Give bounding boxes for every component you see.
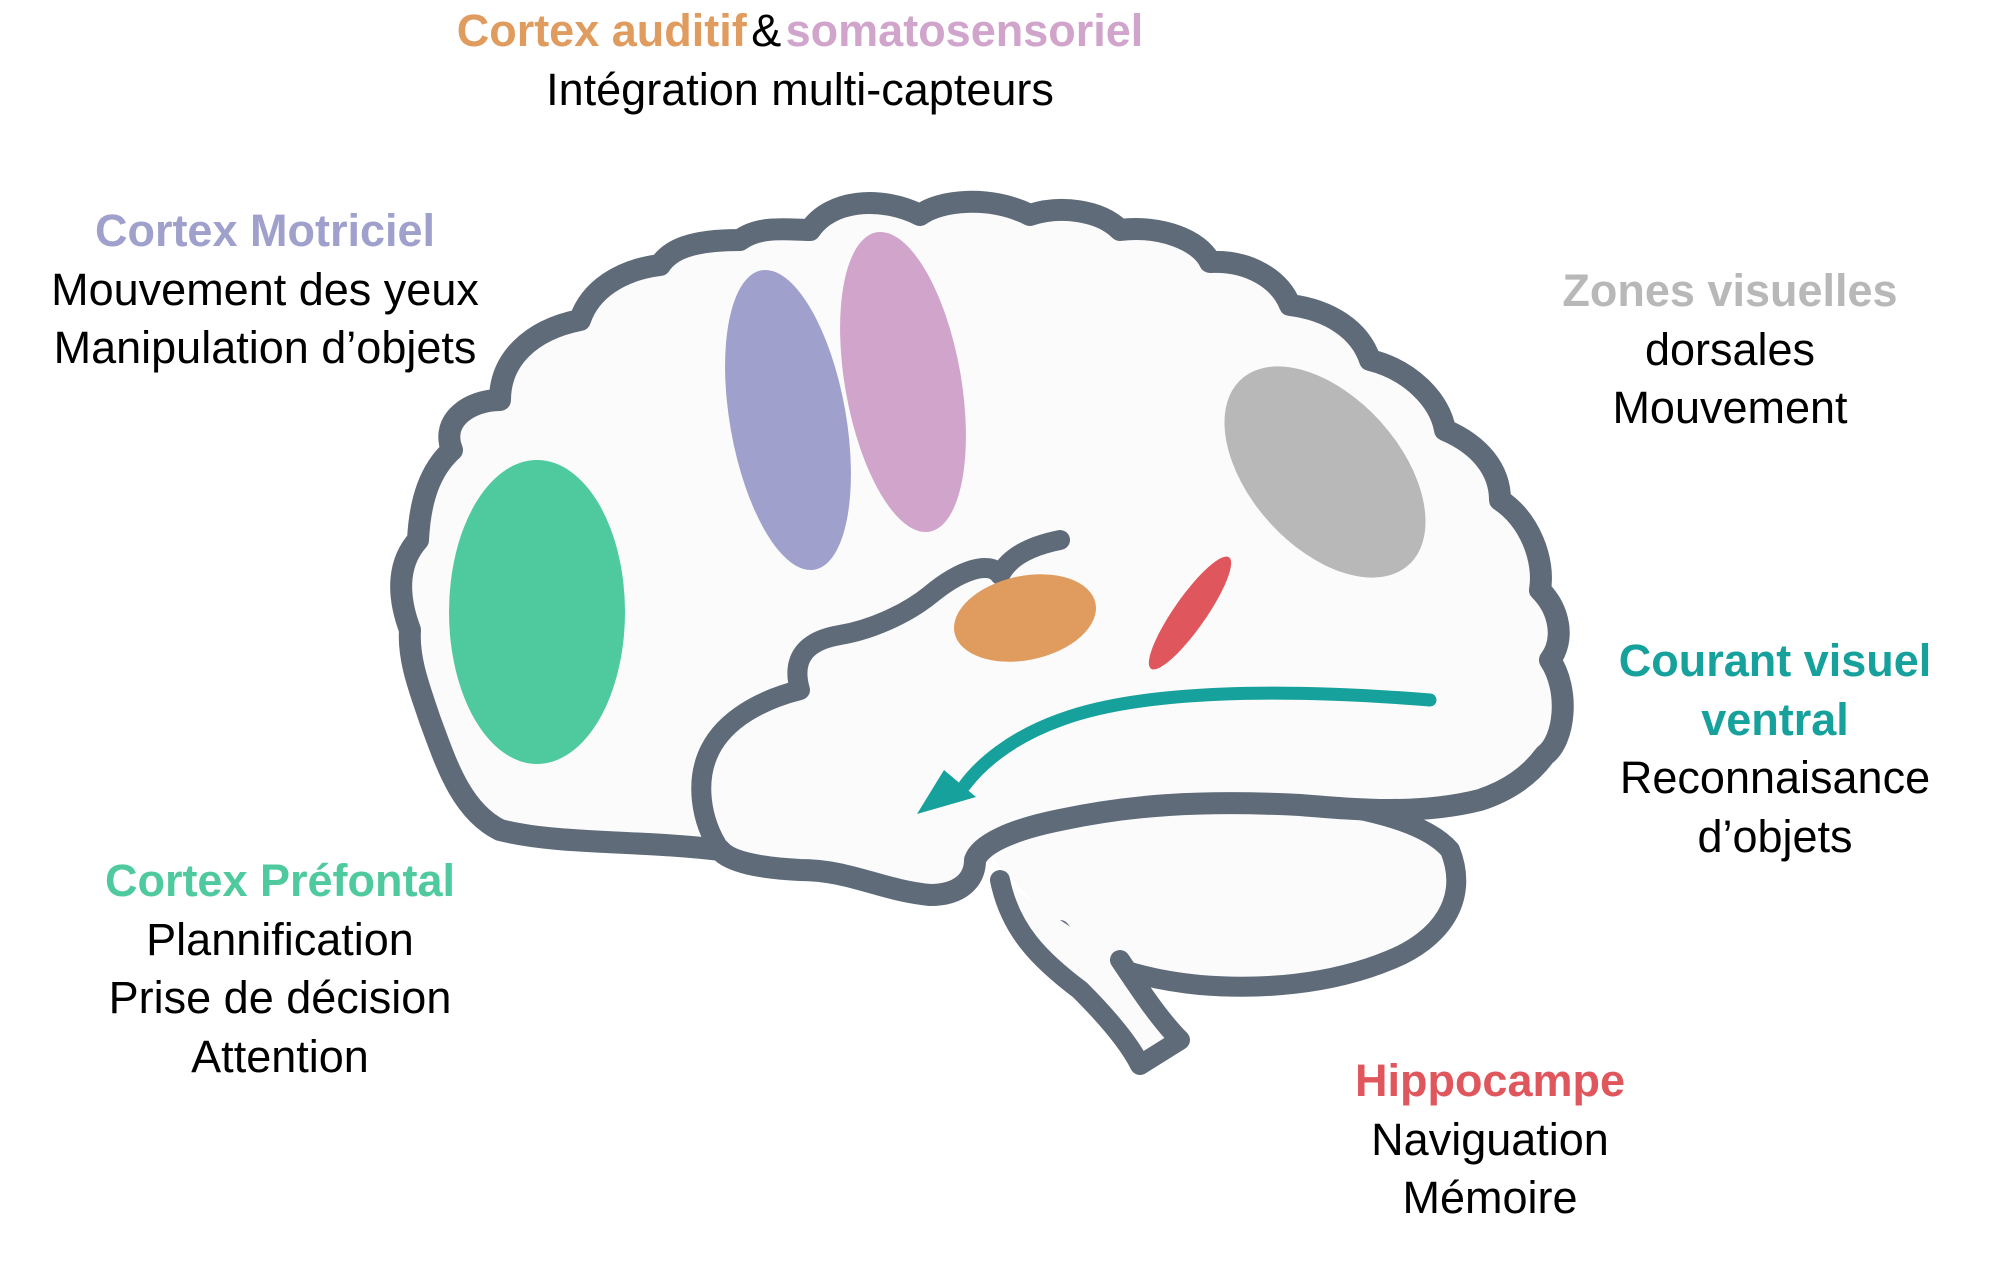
ventral-stream-title-1: Courant visuel <box>1618 635 1932 686</box>
hippocampus-region <box>1148 556 1232 670</box>
hippocampus-description-1: Naviguation <box>1371 1113 1609 1165</box>
motor-label-block: Cortex Motriciel Mouvement des yeux Mani… <box>0 202 530 378</box>
motor-description-1: Mouvement des yeux <box>51 263 479 315</box>
auditory-description: Intégration multi-capteurs <box>546 63 1054 115</box>
prefrontal-cortex-title: Cortex Préfontal <box>104 855 456 906</box>
lateral-sulcus <box>691 530 1070 860</box>
ventral-description-2: d’objets <box>1697 810 1853 862</box>
visual-description-2: Mouvement <box>1612 382 1848 433</box>
auditory-label-block: Cortex auditif & somatosensoriel Intégra… <box>300 2 1300 119</box>
visual-dorsal-region <box>1224 366 1426 578</box>
visual-description-1: dorsales <box>1644 323 1816 375</box>
hippocampus-label-block: Hippocampe Naviguation Mémoire <box>1290 1052 1690 1228</box>
prefrontal-description-3: Attention <box>191 1030 369 1082</box>
prefrontal-description-1: Plannification <box>146 913 414 965</box>
ventral-label-block: Courant visuel ventral Reconnaisance d’o… <box>1560 632 1990 866</box>
brainstem-outline <box>990 870 1190 1075</box>
somatosensory-title: somatosensoriel <box>785 5 1144 56</box>
ventral-stream-arrowhead <box>917 770 976 814</box>
hippocampus-title: Hippocampe <box>1354 1055 1626 1106</box>
ventral-description-1: Reconnaisance <box>1619 752 1931 803</box>
ventral-stream-arrow <box>958 686 1437 792</box>
auditory-cortex-title: Cortex auditif <box>456 5 747 56</box>
motor-region <box>725 269 851 571</box>
ampersand-text: & <box>751 5 782 56</box>
prefrontal-description-2: Prise de décision <box>108 972 452 1023</box>
auditory-region <box>954 574 1096 662</box>
prefrontal-label-block: Cortex Préfontal Plannification Prise de… <box>20 852 540 1086</box>
visual-zones-title: Zones visuelles <box>1562 265 1898 316</box>
prefrontal-region <box>449 460 625 764</box>
ventral-stream-title-2: ventral <box>1701 693 1849 745</box>
hippocampus-description-2: Mémoire <box>1402 1172 1578 1223</box>
visual-label-block: Zones visuelles dorsales Mouvement <box>1470 262 1990 438</box>
motor-cortex-title: Cortex Motriciel <box>94 205 436 256</box>
somatosensory-region <box>840 231 966 533</box>
motor-description-2: Manipulation d’objets <box>53 322 477 373</box>
